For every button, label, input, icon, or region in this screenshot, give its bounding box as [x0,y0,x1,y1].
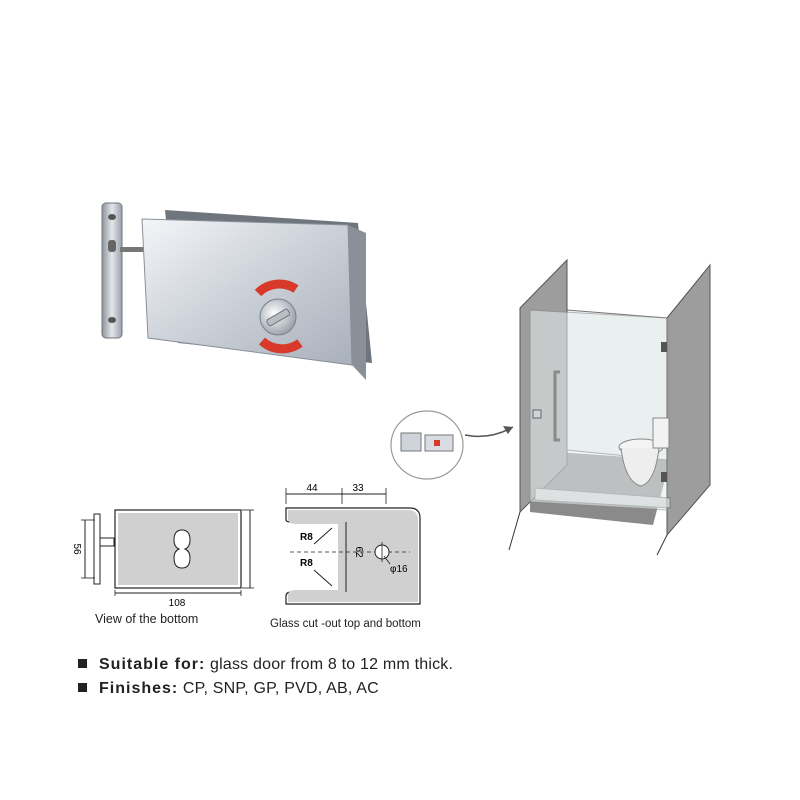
shower-enclosure-image [508,258,711,556]
bullet-icon [78,683,87,692]
bottom-view-caption: View of the bottom [95,612,199,626]
dim-70-label: 70 [257,543,260,555]
spec-suitable-value: glass door from 8 to 12 mm thick. [210,656,454,673]
radius-bottom-label: R8 [300,558,313,569]
spec-suitable: Suitable for: glass door from 8 to 12 mm… [78,656,453,674]
dim-62-label: 62 [353,546,364,558]
hole-diameter-label: φ16 [390,564,408,575]
lock-product-image [101,202,372,380]
spec-finishes-value: CP, SNP, GP, PVD, AB, AC [182,680,379,697]
dim-108-label: 108 [169,598,186,609]
bullet-icon [78,659,87,668]
dim-56-label: 56 [71,543,82,555]
radius-top-label: R8 [300,532,313,543]
dim-44-label: 44 [306,483,318,494]
spec-finishes: Finishes: CP, SNP, GP, PVD, AB, AC [78,680,379,698]
glass-cutout-diagram: 44 33 62 R8 R8 φ16 [285,483,421,605]
dim-33-label: 33 [352,483,364,494]
bottom-view-diagram: 56 70 108 [71,509,260,609]
glass-cutout-caption: Glass cut -out top and bottom [270,618,421,630]
lock-detail-inset [390,410,514,480]
spec-suitable-label: Suitable for: [99,656,206,673]
spec-finishes-label: Finishes: [99,680,179,697]
